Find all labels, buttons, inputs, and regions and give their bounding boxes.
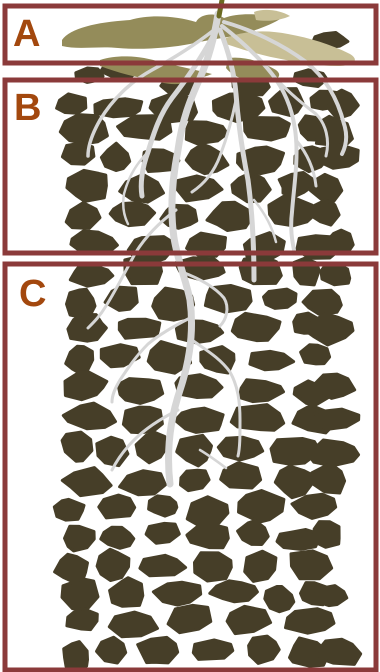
- soil-clod: [110, 203, 154, 226]
- soil-clod: [239, 380, 283, 402]
- soil-clod: [292, 494, 336, 518]
- soil-clod: [54, 499, 84, 520]
- soil-clod: [195, 553, 232, 581]
- soil-clod: [265, 587, 294, 612]
- soil-clod: [210, 581, 258, 602]
- soil-clod: [99, 495, 135, 518]
- soil-clod: [312, 463, 345, 493]
- soil-clod: [62, 432, 92, 461]
- soil-clod: [232, 313, 280, 340]
- soil-clod: [245, 551, 276, 581]
- soil-clod: [71, 231, 118, 252]
- soil-clod: [109, 612, 157, 637]
- soil-clod: [138, 637, 178, 663]
- soil-clod: [146, 523, 179, 543]
- soil-clod: [303, 290, 341, 314]
- soil-clod: [70, 266, 113, 286]
- litter-patch: [254, 10, 290, 21]
- soil-clod: [67, 289, 96, 317]
- horizon-b-label: B: [14, 87, 41, 129]
- soil-clod: [140, 555, 186, 575]
- soil-clod: [57, 94, 86, 113]
- horizon-a-label: A: [13, 13, 40, 55]
- soil-clod: [181, 470, 210, 490]
- soil-clod: [227, 606, 271, 633]
- soil-clod: [65, 372, 107, 400]
- soil-clod: [110, 578, 143, 607]
- soil-clod: [66, 346, 93, 372]
- soil-clod: [193, 640, 233, 659]
- soil-clod: [327, 230, 353, 254]
- soil-clod: [101, 345, 139, 367]
- soil-clod: [62, 468, 111, 496]
- soil-clod: [238, 521, 269, 545]
- soil-clod: [250, 351, 294, 369]
- soil-clod: [301, 345, 330, 364]
- soil-clod: [315, 586, 347, 606]
- soil-clod: [65, 526, 95, 551]
- soil-clod: [240, 257, 281, 283]
- soil-clod: [177, 435, 212, 466]
- soil-clod: [64, 642, 88, 670]
- soil-clod: [244, 118, 289, 140]
- soil-clod: [97, 637, 126, 663]
- soil-clod: [55, 554, 88, 581]
- soil-clod: [101, 143, 129, 170]
- soil-clod: [175, 408, 223, 432]
- soil-clod: [239, 491, 284, 523]
- horizon-c-label: C: [19, 273, 46, 315]
- soil-clod: [97, 549, 129, 580]
- soil-clod: [311, 200, 339, 225]
- soil-clod: [118, 379, 163, 404]
- soil-clod: [66, 203, 100, 229]
- soil-clod: [119, 319, 160, 338]
- soil-clod: [120, 471, 166, 495]
- soil-clod: [187, 526, 228, 548]
- soil-clod: [62, 579, 98, 610]
- soil-clod: [67, 170, 107, 201]
- soil-clod: [176, 321, 222, 343]
- soil-clod: [118, 116, 171, 140]
- soil-clod: [264, 289, 297, 308]
- soil-clod: [67, 609, 97, 630]
- soil-clod: [317, 639, 361, 664]
- soil-clod: [168, 605, 211, 632]
- soil-clod: [101, 527, 134, 548]
- soil-clod: [177, 176, 222, 201]
- soil-clod: [136, 432, 165, 462]
- soil-clod: [314, 522, 339, 548]
- soil-clod: [186, 122, 227, 144]
- soil-clod: [149, 496, 177, 516]
- soil-clod: [286, 609, 335, 634]
- soil-clod: [249, 636, 280, 663]
- soil-clod: [275, 466, 312, 498]
- soil-clod: [321, 264, 350, 285]
- soil-clod: [221, 463, 261, 488]
- soil-clod: [123, 407, 162, 433]
- soil-clod: [153, 582, 200, 605]
- soil-clod: [187, 497, 228, 527]
- soil-clod: [207, 202, 252, 230]
- soil-clod: [291, 551, 332, 579]
- soil-clod: [63, 403, 115, 429]
